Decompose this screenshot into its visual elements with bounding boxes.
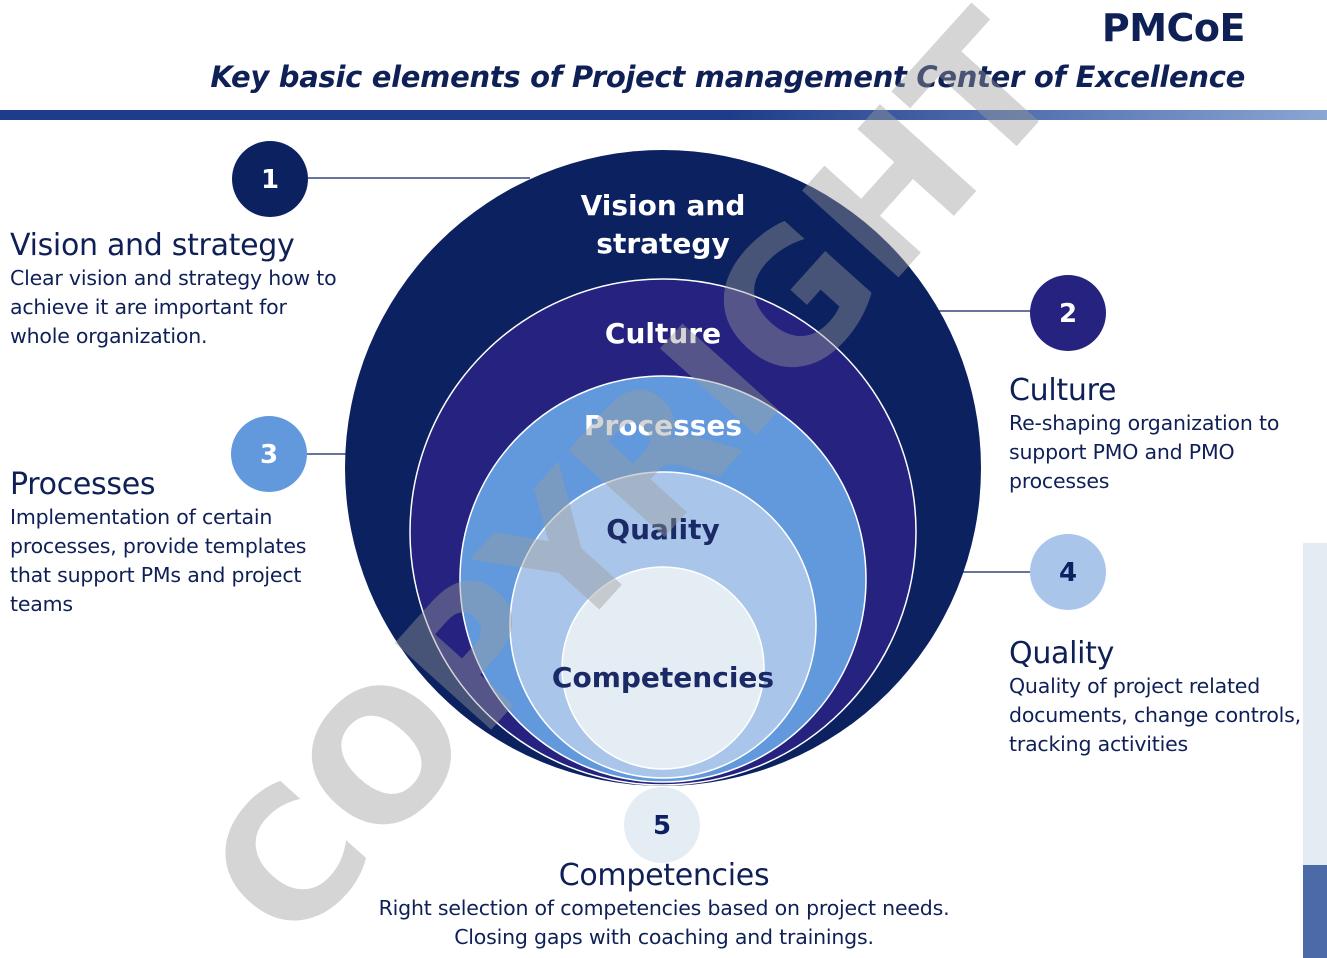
element-description: Implementation of certain processes, pro… [10, 505, 307, 616]
element-heading: Quality [1009, 636, 1115, 671]
element-heading: Processes [10, 467, 156, 502]
badge-3: 3 [231, 416, 307, 492]
element-block-quality: Quality Quality of project related docum… [1009, 636, 1327, 759]
element-block-competencies: Competencies Right selection of competen… [360, 858, 968, 952]
nested-circles [345, 150, 981, 786]
element-heading: Vision and strategy [10, 228, 295, 263]
badge-4-number: 4 [1059, 558, 1077, 588]
page-subtitle: Key basic elements of Project management… [210, 60, 1245, 94]
element-heading: Culture [1009, 373, 1117, 408]
badge-5-number: 5 [653, 811, 671, 841]
page-title: PMCoE [1101, 6, 1246, 50]
side-decoration-dark [1303, 865, 1327, 958]
element-heading: Competencies [558, 858, 770, 893]
badge-1-circle [232, 141, 308, 217]
side-decoration-light [1303, 543, 1327, 865]
badge-5: 5 [624, 787, 700, 863]
element-description: Quality of project related documents, ch… [1009, 674, 1301, 756]
ring-label-culture: Culture [605, 317, 721, 350]
ring-label-processes: Processes [584, 409, 742, 442]
element-block-vision-strategy: Vision and strategy Clear vision and str… [10, 228, 350, 351]
ring-label-competencies: Competencies [552, 661, 774, 694]
ring-label-vision-line-1: Vision and [581, 189, 746, 222]
element-description: Right selection of competencies based on… [378, 896, 950, 949]
badge-2: 2 [1030, 275, 1106, 351]
badge-5-circle [624, 787, 700, 863]
badge-4: 4 [1030, 534, 1106, 610]
badge-1: 1 [232, 141, 308, 217]
badge-2-circle [1030, 275, 1106, 351]
element-block-culture: Culture Re-shaping organization to suppo… [1009, 373, 1327, 496]
ring-competencies [561, 566, 765, 770]
badge-3-number: 3 [260, 440, 278, 470]
ring-label-vision: Vision and strategy [581, 189, 746, 260]
badge-2-number: 2 [1059, 299, 1077, 329]
badge-4-circle [1030, 534, 1106, 610]
element-block-processes: Processes Implementation of certain proc… [10, 467, 350, 619]
element-description: Clear vision and strategy how to achieve… [10, 266, 337, 348]
ring-label-quality: Quality [606, 513, 719, 546]
badge-3-circle [231, 416, 307, 492]
element-description: Re-shaping organization to support PMO a… [1009, 411, 1280, 493]
badge-1-number: 1 [261, 165, 279, 195]
header-divider [0, 110, 1327, 120]
ring-label-vision-line-2: strategy [596, 227, 729, 260]
